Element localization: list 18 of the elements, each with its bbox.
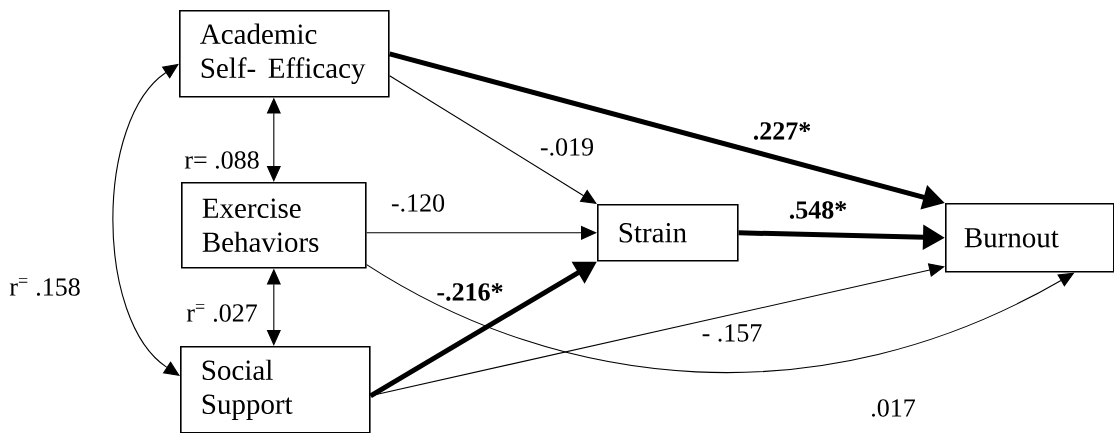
- edge-label: - .157: [700, 323, 764, 343]
- edge-label: r$^{=}$ .027: [185, 303, 259, 323]
- edge-label: -.120: [389, 193, 447, 213]
- variable-box: Strain: [597, 204, 739, 262]
- variable-box: Exercise Behaviors: [181, 182, 367, 269]
- edge-label: -.216*: [435, 282, 505, 302]
- arrow: [366, 225, 597, 240]
- edge-label: -.019: [538, 137, 596, 157]
- edge-label: .227*: [751, 121, 813, 141]
- edge-label: r$^{=}$ .158: [8, 277, 82, 297]
- edge-label: r= .088: [183, 150, 261, 170]
- edge-label: .017: [869, 398, 917, 418]
- edge-label: .548*: [787, 200, 849, 220]
- variable-box: Academic Self- Efficacy: [179, 10, 390, 98]
- variable-box: Burnout: [945, 203, 1114, 273]
- variable-box: Social Support: [180, 346, 371, 433]
- arrow: [389, 75, 597, 204]
- arrow: [370, 263, 945, 397]
